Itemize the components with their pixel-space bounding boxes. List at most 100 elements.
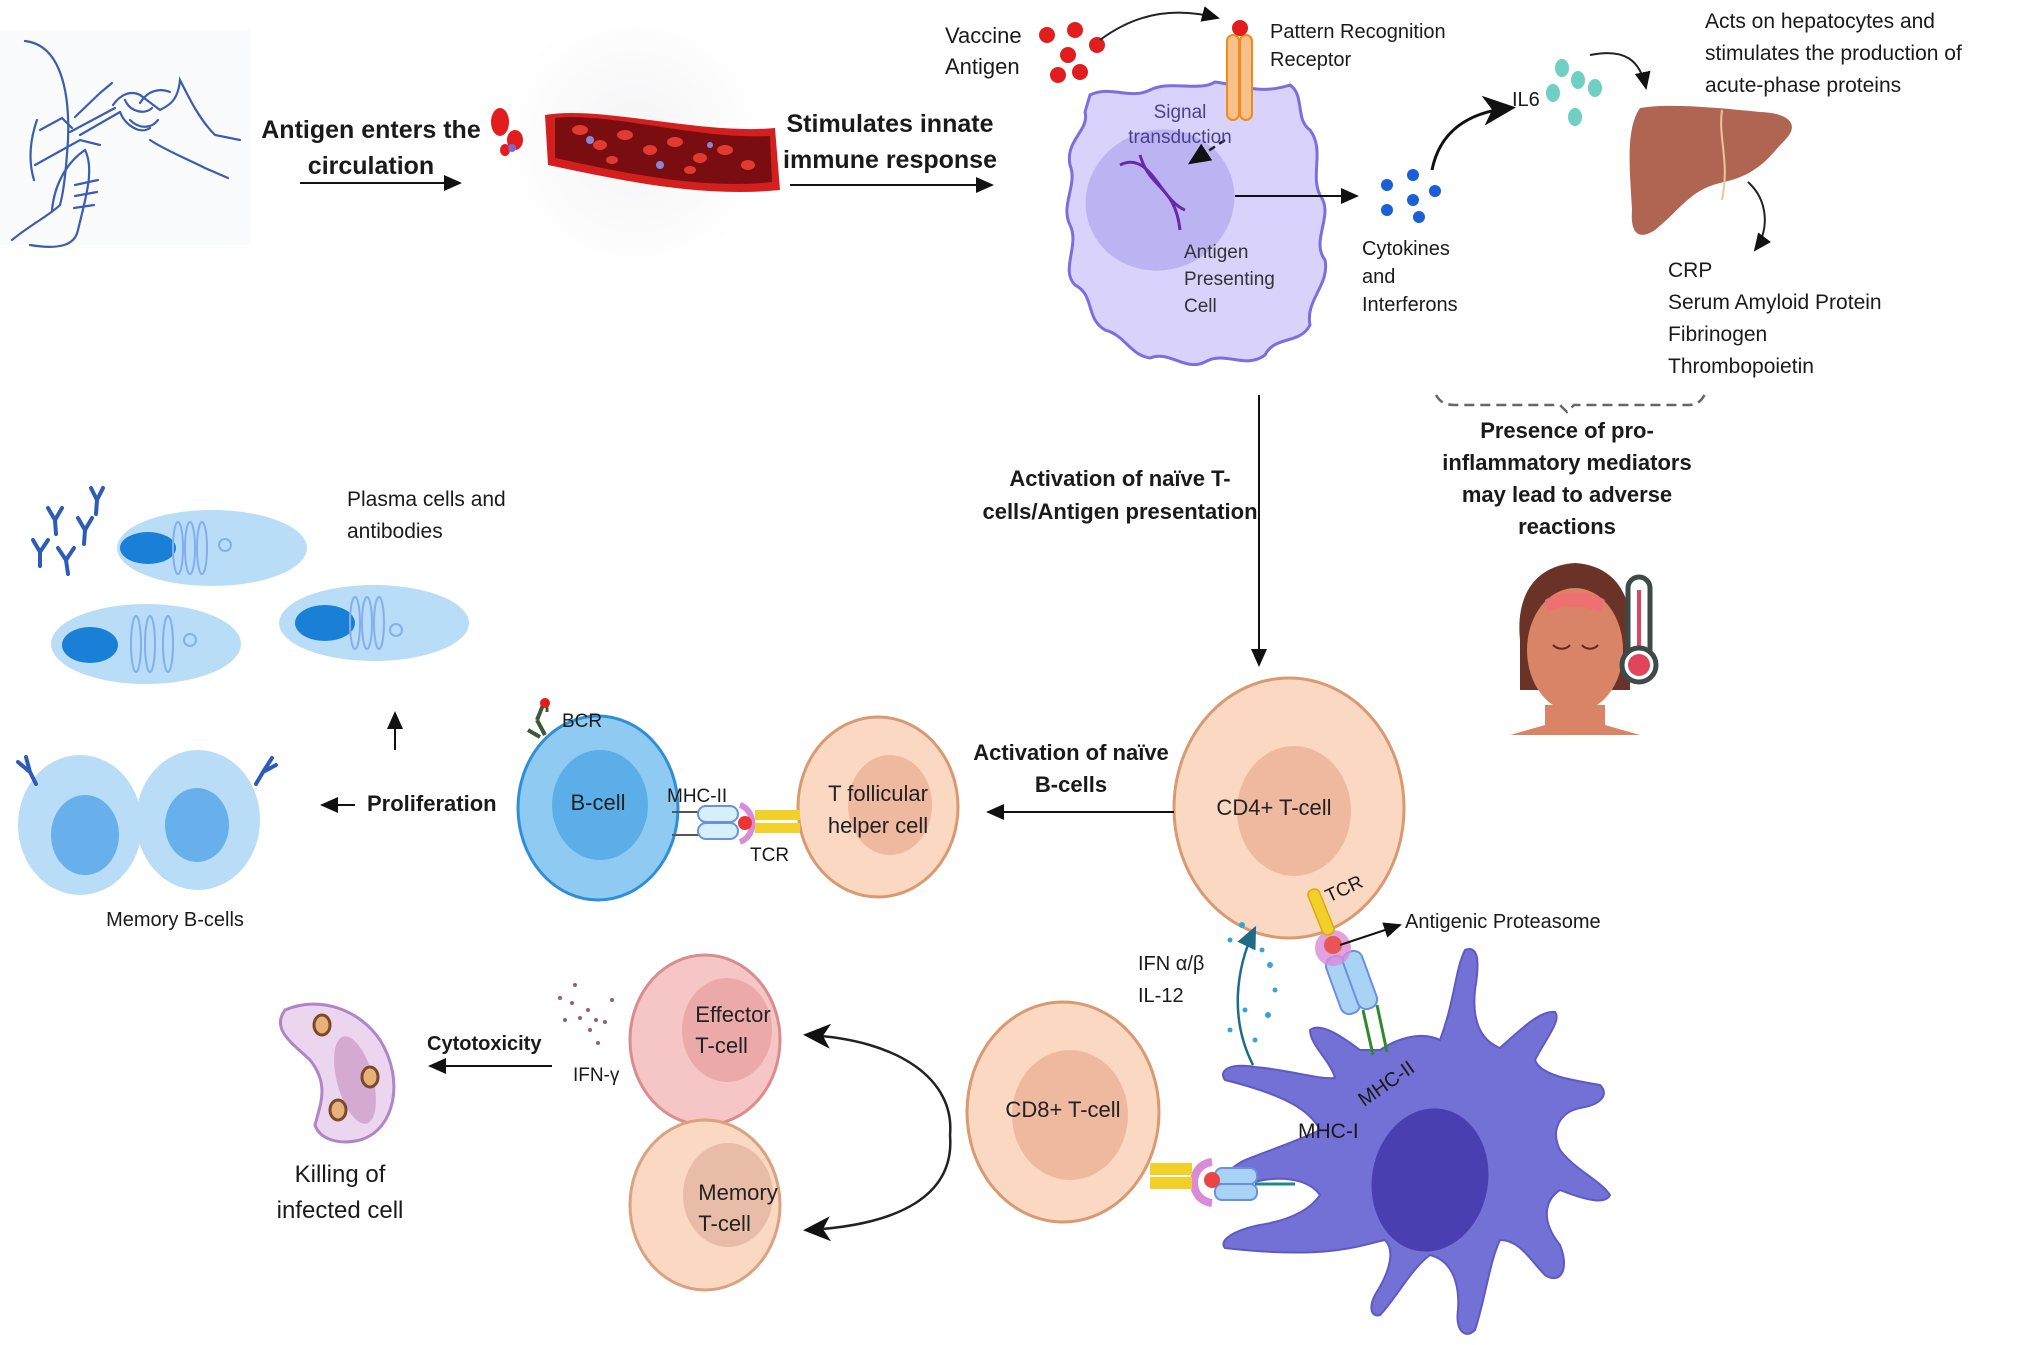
label-cytotoxicity: Cytotoxicity xyxy=(427,1033,542,1055)
plasma-cells xyxy=(51,510,469,684)
label-proliferation: Proliferation xyxy=(367,791,497,816)
label-signal-transduction: Signal transduction xyxy=(1128,100,1232,150)
label-line: Cytokines xyxy=(1362,238,1450,260)
label-memory-t-cell: Memory T-cell xyxy=(698,1177,777,1239)
label-line: inflammatory mediators xyxy=(1442,450,1692,475)
label-cd4-t-cell: CD4+ T-cell xyxy=(1216,795,1332,820)
memory-b-cells xyxy=(16,750,278,895)
label-line: Antigen xyxy=(1184,242,1249,263)
arrow-cytokines-to-il6 xyxy=(1430,95,1516,171)
label-vaccine-antigen: Vaccine Antigen xyxy=(945,20,1022,82)
label-line: circulation xyxy=(307,152,435,180)
label-mhc-i: MHC-I xyxy=(1298,1120,1359,1143)
vaccine-antigen-particles xyxy=(1039,22,1105,83)
label-antigen-presenting-cell: Antigen Presenting Cell xyxy=(1184,239,1275,320)
arrow-cd8-memory xyxy=(803,1134,952,1242)
label-line: antibodies xyxy=(347,520,443,543)
label-line: Memory xyxy=(698,1180,778,1205)
label-line: Activation of naïve xyxy=(973,740,1169,765)
label-line: stimulates the production of xyxy=(1705,42,1962,65)
label-line: Signal xyxy=(1153,102,1207,123)
label-stimulates-innate: Stimulates innate immune response xyxy=(783,106,997,178)
protein-item: Thrombopoietin xyxy=(1668,355,1814,378)
label-bcr: BCR xyxy=(562,711,603,732)
antigen-presenting-cell xyxy=(1065,20,1359,367)
label-line: Presence of pro- xyxy=(1480,418,1654,443)
label-line: Plasma cells and xyxy=(347,488,506,511)
effector-t-cell xyxy=(628,953,782,1127)
label-memory-b-cells: Memory B-cells xyxy=(106,909,244,931)
label-mhc-ii: MHC-II xyxy=(667,786,728,807)
label-antigenic-proteasome: Antigenic Proteasome xyxy=(1405,911,1601,933)
label-line: T-cell xyxy=(695,1033,748,1058)
label-line: Activation of naïve T- xyxy=(1009,466,1231,491)
cytokine-particles xyxy=(1381,169,1441,223)
label-plasma-cells: Plasma cells and antibodies xyxy=(347,484,506,548)
brace-inflammatory xyxy=(1434,393,1707,414)
label-line: T follicular xyxy=(828,781,928,806)
ifn-signal xyxy=(1227,922,1278,1066)
arrow-il6-to-liver xyxy=(1589,52,1651,90)
memory-t-cell xyxy=(628,1118,782,1292)
protein-item: Serum Amyloid Protein xyxy=(1668,291,1882,314)
label-line: cells/Antigen presentation xyxy=(982,499,1258,524)
label-antigen-enters: Antigen enters the circulation xyxy=(261,112,480,184)
cd8-t-cell xyxy=(965,1000,1161,1224)
label-ifn-gamma: IFN-γ xyxy=(573,1065,620,1086)
cd4-t-cell xyxy=(1172,676,1406,940)
label-effector-t-cell: Effector T-cell xyxy=(695,999,770,1061)
label-line: Receptor xyxy=(1270,49,1352,71)
arrow-cd8-differentiation xyxy=(803,1023,952,1136)
label-adverse-reactions: Presence of pro- inflammatory mediators … xyxy=(1442,415,1691,543)
label-line: transduction xyxy=(1128,127,1232,148)
label-line: Presenting xyxy=(1184,269,1275,290)
label-line: B-cells xyxy=(1034,772,1108,797)
infected-cell xyxy=(278,1002,396,1144)
acute-phase-protein-list: CRP Serum Amyloid Protein Fibrinogen Thr… xyxy=(1668,255,1882,383)
label-line: Acts on hepatocytes and xyxy=(1705,10,1935,33)
protein-item: CRP xyxy=(1668,259,1713,282)
antigen-presenting-cell-mature xyxy=(1150,888,1612,1335)
label-tcr: TCR xyxy=(750,845,790,866)
label-killing-infected-cell: Killing of infected cell xyxy=(277,1157,404,1229)
label-line: acute-phase proteins xyxy=(1705,74,1902,97)
arrow-liver-to-proteins xyxy=(1747,181,1771,252)
label-il6: IL6 xyxy=(1512,89,1540,111)
label-line: helper cell xyxy=(827,813,929,838)
label-line: Pattern Recognition xyxy=(1270,21,1446,43)
label-pattern-recognition-receptor: Pattern Recognition Receptor xyxy=(1270,18,1446,74)
label-ifn-alpha-beta: IFN α/β IL-12 xyxy=(1138,948,1204,1012)
ifn-gamma-particles xyxy=(558,983,614,1045)
label-line: IFN α/β xyxy=(1138,953,1205,975)
label-line: infected cell xyxy=(276,1197,404,1224)
label-line: Effector xyxy=(695,1002,771,1027)
b-cell xyxy=(516,698,800,902)
label-line: T-cell xyxy=(698,1211,751,1236)
label-activation-naive-t: Activation of naïve T- cells/Antigen pre… xyxy=(982,462,1257,528)
blood-vessel-illustration xyxy=(491,7,780,277)
label-line: Antigen enters the xyxy=(261,116,481,144)
label-line: may lead to adverse xyxy=(1461,482,1673,507)
protein-item: Fibrinogen xyxy=(1668,323,1768,346)
label-cd8-t-cell: CD8+ T-cell xyxy=(1005,1097,1121,1122)
vaccination-illustration xyxy=(0,30,250,248)
label-b-cell: B-cell xyxy=(570,790,626,815)
label-line: Stimulates innate xyxy=(786,110,994,138)
label-line: Antigen xyxy=(945,54,1020,79)
label-line: IL-12 xyxy=(1138,985,1184,1007)
t-follicular-helper-cell xyxy=(796,715,960,899)
label-cytokines-interferons: Cytokines and Interferons xyxy=(1362,235,1458,319)
label-line: immune response xyxy=(783,146,997,174)
label-line: Interferons xyxy=(1362,294,1458,316)
label-line: and xyxy=(1362,266,1396,288)
label-t-follicular-helper: T follicular helper cell xyxy=(828,778,928,842)
label-line: Cell xyxy=(1184,296,1217,317)
liver-illustration xyxy=(1629,105,1792,235)
patient-fever-illustration xyxy=(1510,563,1659,735)
il6-particles xyxy=(1546,59,1602,126)
antibodies xyxy=(31,486,105,576)
label-hepatocytes: Acts on hepatocytes and stimulates the p… xyxy=(1705,6,1962,102)
label-line: Killing of xyxy=(294,1161,386,1188)
